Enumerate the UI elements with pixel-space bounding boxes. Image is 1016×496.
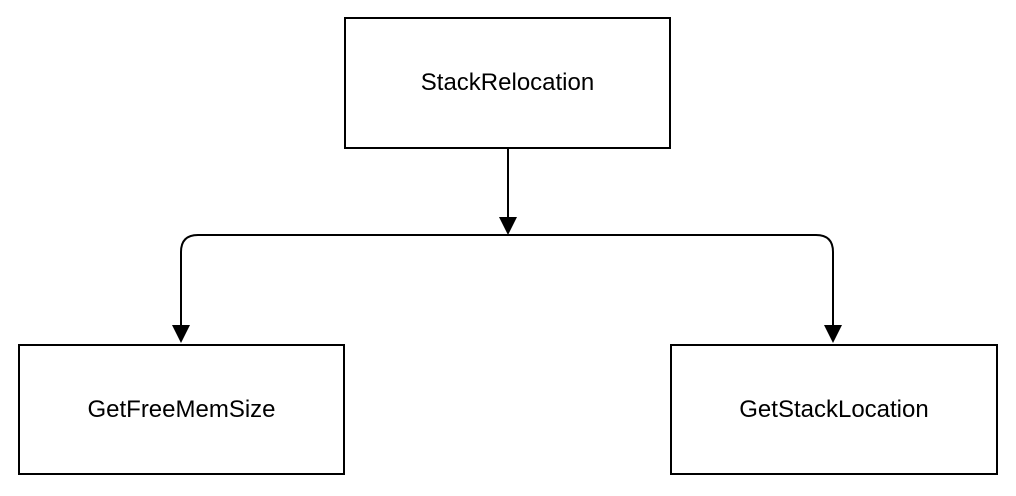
node-get-stack-location[interactable]: GetStackLocation (670, 344, 998, 475)
node-get-free-mem-size[interactable]: GetFreeMemSize (18, 344, 345, 475)
arrowhead-trunk (499, 217, 517, 235)
node-label: GetStackLocation (739, 395, 929, 423)
arrowhead-right (824, 325, 842, 343)
connector-branch-right (508, 234, 834, 327)
node-label: StackRelocation (420, 69, 595, 96)
connector-branch-left (180, 234, 508, 327)
arrowhead-left (172, 325, 190, 343)
node-label: GetFreeMemSize (87, 395, 276, 423)
node-stack-relocation[interactable]: StackRelocation (344, 17, 671, 149)
